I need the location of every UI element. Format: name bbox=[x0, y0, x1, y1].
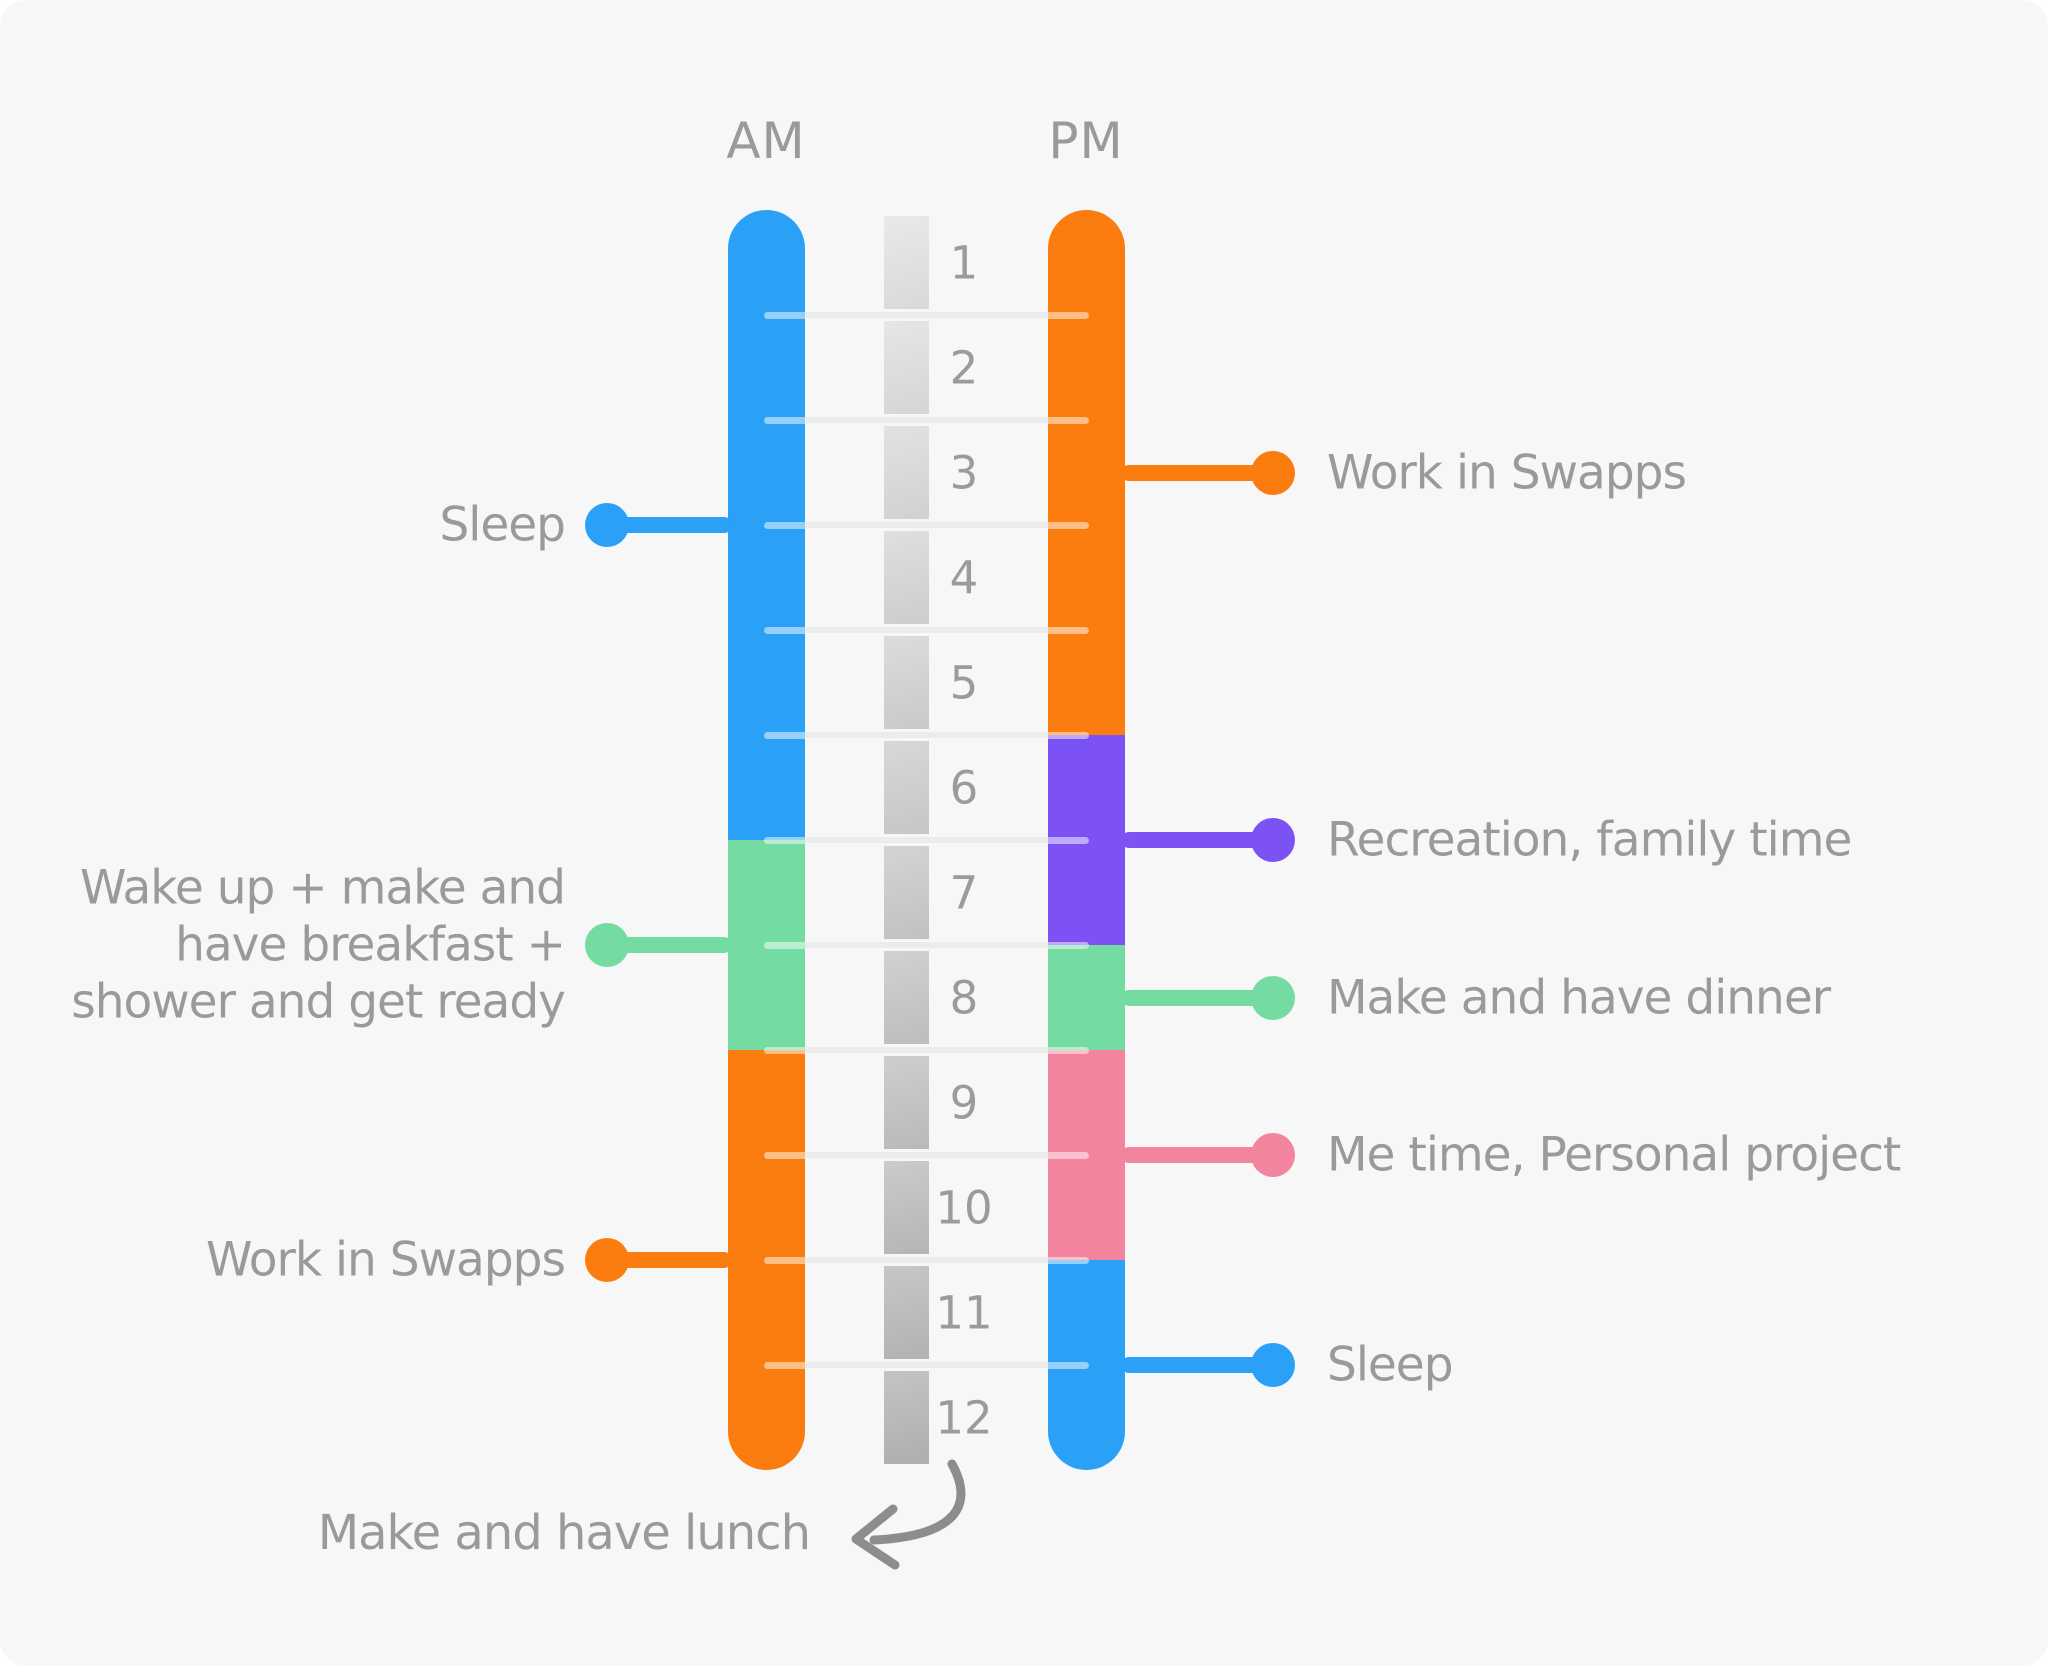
hour-tick-pm-bar bbox=[1048, 837, 1089, 844]
hour-tick-pm-bar bbox=[1048, 942, 1089, 949]
hour-tick-pm-bar bbox=[1048, 732, 1089, 739]
callout-connector-make-and-have-dinner bbox=[1121, 989, 1273, 1006]
callout-label-me-time-personal-project: Me time, Personal project bbox=[1327, 1127, 1901, 1184]
callout-connector-me-time-personal-project bbox=[1121, 1147, 1273, 1163]
hour-gridline bbox=[764, 627, 1089, 633]
callout-label-work-in-swapps: Work in Swapps bbox=[206, 1232, 566, 1289]
callout-label-line: Sleep bbox=[439, 497, 566, 553]
hour-gridline bbox=[764, 417, 1089, 423]
hour-number: 7 bbox=[949, 866, 979, 919]
hour-gridline bbox=[764, 1047, 1089, 1053]
hour-tick-pm-bar bbox=[1048, 1362, 1089, 1369]
hour-tick-pm-bar bbox=[1048, 627, 1089, 634]
callout-dot-make-and-have-dinner bbox=[1251, 975, 1295, 1020]
hour-number: 11 bbox=[935, 1286, 993, 1339]
hour-number: 12 bbox=[935, 1391, 993, 1444]
hour-tick-am-bar bbox=[764, 732, 805, 739]
hour-gridline bbox=[764, 522, 1089, 528]
hour-gridline bbox=[764, 837, 1089, 843]
callout-connector-work-in-swapps bbox=[607, 1252, 732, 1268]
callout-label-line: have breakfast + bbox=[175, 917, 566, 973]
ruler-segment bbox=[884, 1161, 929, 1254]
hour-number: 4 bbox=[949, 551, 979, 604]
hour-gridline bbox=[764, 732, 1089, 738]
hour-tick-pm-bar bbox=[1048, 1152, 1089, 1159]
callout-connector-recreation-family-time bbox=[1121, 832, 1273, 848]
ruler-segment bbox=[884, 846, 929, 939]
hour-number: 3 bbox=[949, 446, 979, 499]
callout-label-line: Work in Swapps bbox=[206, 1232, 566, 1288]
hour-number: 10 bbox=[935, 1181, 993, 1234]
pm-column-title: PM bbox=[1048, 112, 1124, 170]
hour-gridline bbox=[764, 1362, 1089, 1368]
ruler-segment bbox=[884, 216, 929, 309]
hour-gridline bbox=[764, 312, 1089, 318]
ruler-segment bbox=[884, 1056, 929, 1149]
hour-tick-am-bar bbox=[764, 942, 805, 949]
callout-connector-sleep bbox=[1121, 1357, 1273, 1373]
hour-tick-am-bar bbox=[764, 837, 805, 844]
lunch-annotation-label: Make and have lunch bbox=[317, 1505, 811, 1561]
segment-make-and-have-dinner bbox=[1048, 945, 1125, 1050]
callout-label-line: Wake up + make and bbox=[80, 860, 566, 916]
hour-tick-am-bar bbox=[764, 522, 805, 529]
hour-number: 1 bbox=[949, 236, 979, 289]
hour-tick-pm-bar bbox=[1048, 312, 1089, 319]
hour-tick-am-bar bbox=[764, 417, 805, 424]
callout-label-line: shower and get ready bbox=[71, 974, 566, 1030]
ruler-segment bbox=[884, 321, 929, 414]
hour-number: 2 bbox=[949, 341, 979, 394]
hour-number: 9 bbox=[949, 1076, 979, 1129]
callout-dot-work-in-swapps bbox=[585, 1238, 629, 1282]
callout-connector-work-in-swapps bbox=[1121, 464, 1273, 481]
callout-label-line: Make and have dinner bbox=[1327, 970, 1831, 1025]
hour-tick-am-bar bbox=[764, 1257, 805, 1264]
callout-label-make-and-have-dinner: Make and have dinner bbox=[1327, 969, 1831, 1026]
am-column-title: AM bbox=[726, 112, 806, 170]
callout-dot-sleep bbox=[585, 503, 629, 547]
ruler-segment bbox=[884, 636, 929, 729]
callout-label-line: Sleep bbox=[1327, 1337, 1454, 1393]
callout-label-recreation-family-time: Recreation, family time bbox=[1327, 812, 1852, 869]
hour-number: 5 bbox=[949, 656, 979, 709]
hour-tick-am-bar bbox=[764, 312, 805, 319]
callout-label-line: Me time, Personal project bbox=[1327, 1127, 1901, 1183]
ruler-segment bbox=[884, 1266, 929, 1359]
hour-tick-pm-bar bbox=[1048, 522, 1089, 529]
callout-label-sleep: Sleep bbox=[1327, 1337, 1454, 1394]
ruler-segment bbox=[884, 951, 929, 1044]
segment-work-in-swapps bbox=[1048, 210, 1125, 735]
hour-number: 8 bbox=[949, 971, 979, 1024]
ruler-segment bbox=[884, 426, 929, 519]
callout-connector-wake-up-make-and-have-breakfast-shower-and-get-ready bbox=[607, 937, 732, 953]
hour-tick-am-bar bbox=[764, 1047, 805, 1054]
callout-dot-wake-up-make-and-have-breakfast-shower-and-get-ready bbox=[585, 923, 629, 967]
callout-label-line: Work in Swapps bbox=[1327, 445, 1687, 500]
hour-gridline bbox=[764, 1152, 1089, 1158]
ruler-segment bbox=[884, 531, 929, 624]
callout-dot-sleep bbox=[1251, 1343, 1295, 1387]
callout-connector-sleep bbox=[607, 517, 732, 533]
hour-tick-am-bar bbox=[764, 627, 805, 634]
callout-dot-work-in-swapps bbox=[1251, 450, 1295, 495]
callout-label-work-in-swapps: Work in Swapps bbox=[1327, 444, 1687, 501]
ruler-segment bbox=[884, 741, 929, 834]
hour-gridline bbox=[764, 1257, 1089, 1263]
hour-gridline bbox=[764, 942, 1089, 948]
hour-tick-pm-bar bbox=[1048, 1257, 1089, 1264]
ruler-segment bbox=[884, 1371, 929, 1464]
callout-dot-me-time-personal-project bbox=[1251, 1133, 1295, 1177]
hour-tick-pm-bar bbox=[1048, 1047, 1089, 1054]
hour-tick-pm-bar bbox=[1048, 417, 1089, 424]
callout-label-sleep: Sleep bbox=[439, 497, 566, 554]
hour-tick-am-bar bbox=[764, 1362, 805, 1369]
callout-dot-recreation-family-time bbox=[1251, 818, 1295, 862]
hour-number: 6 bbox=[949, 761, 979, 814]
callout-label-line: Recreation, family time bbox=[1327, 812, 1852, 868]
hour-tick-am-bar bbox=[764, 1152, 805, 1159]
